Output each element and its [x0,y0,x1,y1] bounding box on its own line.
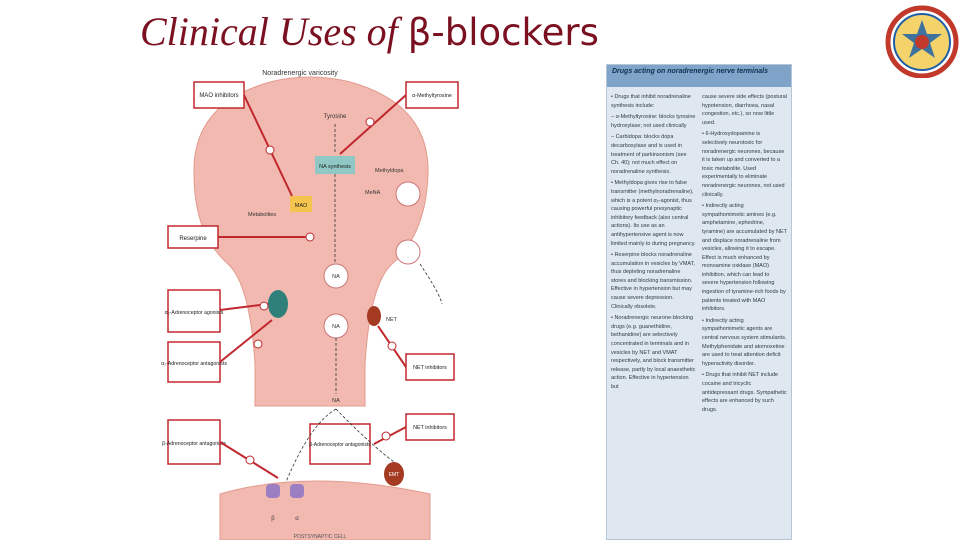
label-tyrosine: Tyrosine [324,114,347,120]
box-alpha2-agonists: α₂-Adrenoceptor agonists [165,289,224,333]
svg-text:Reserpine: Reserpine [179,236,207,242]
vesicle-mena-2 [395,239,421,265]
slide-title-part2: β-blockers [407,11,599,54]
bottom-label: POSTSYNAPTIC CELL [294,534,347,540]
alpha2-receptor [268,290,288,318]
panel-heading: Drugs acting on noradrenergic nerve term… [607,65,791,87]
svg-text:EMT: EMT [389,472,400,478]
label-mena: MeNA [365,190,381,196]
box-net-inhibitors-2: NET inhibitors [405,413,455,441]
svg-text:MAO inhibitors: MAO inhibitors [199,93,238,99]
svg-text:α: α [295,516,299,522]
postsynaptic-cell-shape [219,480,431,540]
label-na-synthesis: NA synthesis [319,164,351,170]
svg-text:NET: NET [386,317,398,323]
svg-text:α-Methyltyrosine: α-Methyltyrosine [412,93,452,99]
panel-column-2: cause severe side effects (postural hypo… [702,94,787,413]
box-mao-inhibitors: MAO inhibitors [193,81,245,109]
noradrenergic-diagram: Noradrenergic varicosity POSTSYNAPTIC CE… [161,70,459,540]
svg-text:α₂-Adrenoceptor agonists: α₂-Adrenoceptor agonists [165,310,224,316]
box-alpha2-antagonists: α₂-Adrenoceptor antagonists [161,341,227,383]
vesicle-na-1 [323,263,349,289]
box-net-inhibitors-1: NET inhibitors [405,353,455,381]
svg-text:β-Adrenoceptor antagonists: β-Adrenoceptor antagonists [162,441,226,447]
svg-text:NA: NA [332,398,340,404]
label-methyldopa: Methyldopa [375,168,404,174]
label-metabolites: Metabolites [248,212,276,218]
university-seal-icon [885,5,959,78]
emt-transporter [384,462,404,486]
svg-text:β-Adrenoceptor antagonists: β-Adrenoceptor antagonists [309,442,371,448]
panel-column-1: • Drugs that inhibit noradrenaline synth… [611,94,696,390]
alpha-receptor [290,484,304,498]
svg-text:α₂-Adrenoceptor antagonists: α₂-Adrenoceptor antagonists [161,361,227,367]
top-label: Noradrenergic varicosity [262,70,338,77]
vesicle-mena-1 [395,181,421,207]
slide-title: Clinical Uses of β-blockers [140,8,599,55]
net-transporter [367,306,381,326]
drug-summary-panel: Drugs acting on noradrenergic nerve term… [606,64,792,540]
slide-title-part1: Clinical Uses of [140,9,408,54]
svg-text:NA: NA [332,274,340,280]
svg-text:NET inhibitors: NET inhibitors [413,425,447,431]
beta-receptor [266,484,280,498]
box-beta-antagonists-left: β-Adrenoceptor antagonists [162,419,226,465]
varicosity-shape [193,76,429,407]
label-mao: MAO [295,203,308,209]
svg-text:NA: NA [332,324,340,330]
box-alpha-methyltyrosine: α-Methyltyrosine [405,81,459,109]
svg-text:NET inhibitors: NET inhibitors [413,365,447,371]
box-reserpine: Reserpine [167,225,219,249]
box-beta-antagonists-center: β-Adrenoceptor antagonists [309,423,371,465]
svg-text:β: β [271,516,275,522]
